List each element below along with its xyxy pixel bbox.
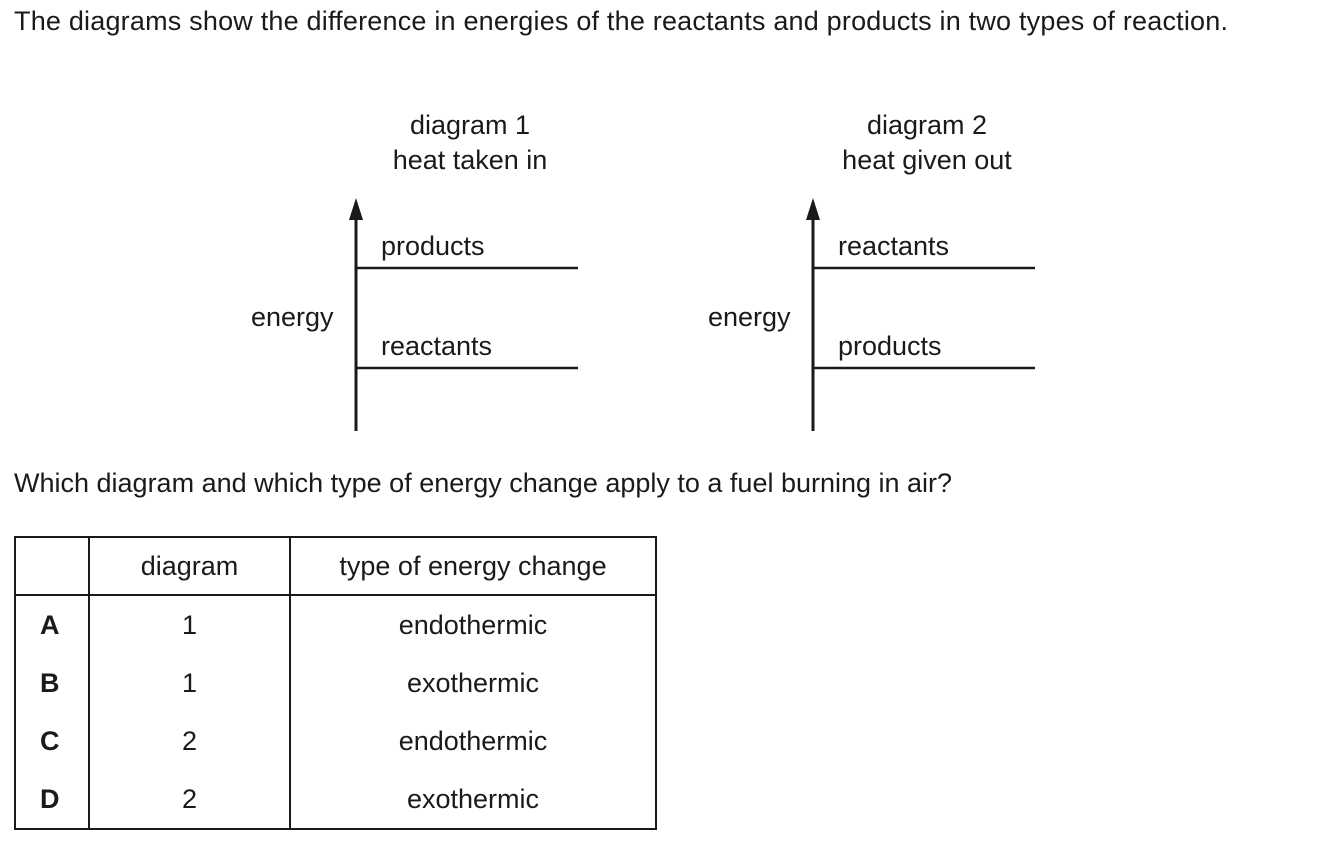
upper-level-label: products (381, 231, 485, 261)
header-letter (14, 536, 90, 596)
diagram-subtitle: heat taken in (392, 145, 548, 175)
header-diagram: diagram (88, 536, 291, 596)
answer-options-table: diagram type of energy change A 1 endoth… (14, 536, 657, 830)
energy-axes (806, 198, 1035, 431)
option-letter: A (14, 595, 90, 654)
option-diagram: 1 (88, 654, 291, 712)
upper-level-label: reactants (838, 231, 950, 261)
energy-diagram-1: diagram 1 heat taken in energy products … (240, 0, 700, 440)
option-diagram: 2 (88, 712, 291, 770)
header-energy-change: type of energy change (289, 536, 657, 596)
option-energy-change: endothermic (289, 712, 657, 770)
energy-axis-arrowhead (349, 198, 363, 220)
lower-level-label: products (838, 331, 942, 361)
energy-axis-label: energy (708, 302, 791, 332)
energy-axis-arrowhead (806, 198, 820, 220)
option-energy-change: exothermic (289, 654, 657, 712)
table-row: B 1 exothermic (14, 654, 657, 712)
energy-axes (349, 198, 578, 431)
option-letter: D (14, 770, 90, 830)
diagram-subtitle: heat given out (842, 145, 1012, 175)
question-text: Which diagram and which type of energy c… (14, 468, 953, 498)
diagram-title: diagram 1 (409, 110, 531, 140)
energy-axis-label: energy (251, 302, 334, 332)
diagram-title: diagram 2 (866, 110, 988, 140)
table-header-row: diagram type of energy change (14, 536, 657, 596)
option-letter: C (14, 712, 90, 770)
option-diagram: 2 (88, 770, 291, 830)
lower-level-label: reactants (381, 331, 493, 361)
table-row: C 2 endothermic (14, 712, 657, 770)
energy-diagram-2: diagram 2 heat given out energy reactant… (697, 0, 1157, 440)
option-diagram: 1 (88, 595, 291, 654)
option-energy-change: endothermic (289, 595, 657, 654)
option-letter: B (14, 654, 90, 712)
option-energy-change: exothermic (289, 770, 657, 830)
intro-text: The diagrams show the difference in ener… (14, 6, 1229, 36)
table-row: D 2 exothermic (14, 770, 657, 830)
table-row: A 1 endothermic (14, 595, 657, 654)
